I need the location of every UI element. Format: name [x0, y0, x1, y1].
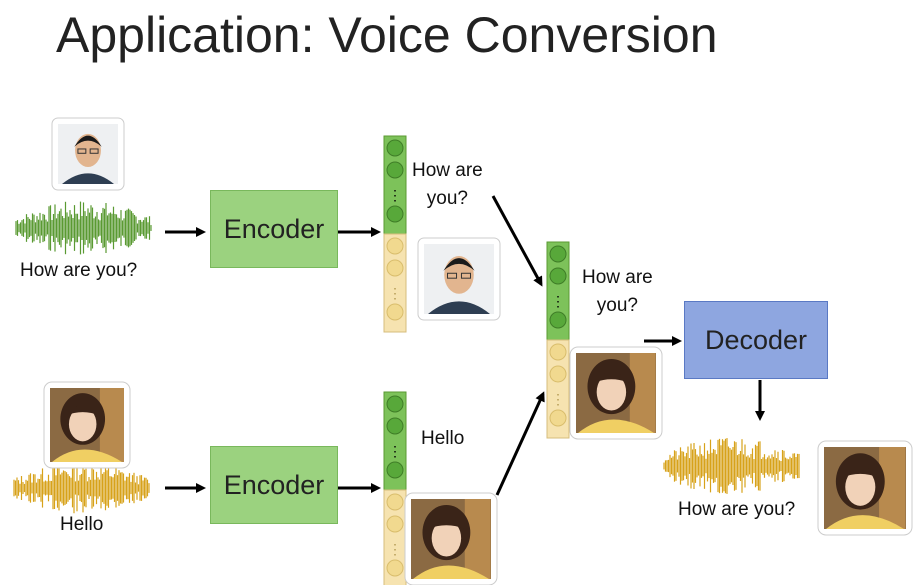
woman-photo-mix [570, 347, 662, 439]
vector-top: ⋮⋮ [384, 136, 406, 332]
encoder-top-box: Encoder [210, 190, 338, 268]
content-label-mix: How are you? [582, 264, 653, 320]
decoder-label: Decoder [705, 325, 807, 356]
svg-text:⋮: ⋮ [388, 187, 402, 203]
svg-text:⋮: ⋮ [551, 391, 565, 407]
woman-photo-input [44, 382, 130, 468]
vector-mix: ⋮⋮ [547, 242, 569, 438]
man-photo-top [52, 118, 124, 190]
content-label-top: How are you? [412, 157, 483, 213]
svg-text:⋮: ⋮ [551, 293, 565, 309]
svg-text:⋮: ⋮ [388, 285, 402, 301]
content-label-bottom: Hello [421, 425, 464, 453]
arrow-speaker-bottom-to-mix [497, 394, 543, 495]
decoder-box: Decoder [684, 301, 828, 379]
green-waveform [16, 202, 151, 255]
output-label: How are you? [678, 496, 795, 524]
encoder-bottom-label: Encoder [224, 470, 325, 501]
woman-photo-output [818, 441, 912, 535]
man-photo-vector [418, 238, 500, 320]
encoder-bottom-box: Encoder [210, 446, 338, 524]
orange-waveform-input [14, 463, 149, 513]
encoder-top-label: Encoder [224, 214, 325, 245]
vector-bottom: ⋮⋮ [384, 392, 406, 585]
wave-label-bottom: Hello [60, 511, 103, 539]
svg-text:⋮: ⋮ [388, 443, 402, 459]
wave-label-top: How are you? [20, 257, 137, 285]
woman-photo-vector [405, 493, 497, 585]
orange-waveform-output [664, 438, 799, 494]
svg-text:⋮: ⋮ [388, 541, 402, 557]
